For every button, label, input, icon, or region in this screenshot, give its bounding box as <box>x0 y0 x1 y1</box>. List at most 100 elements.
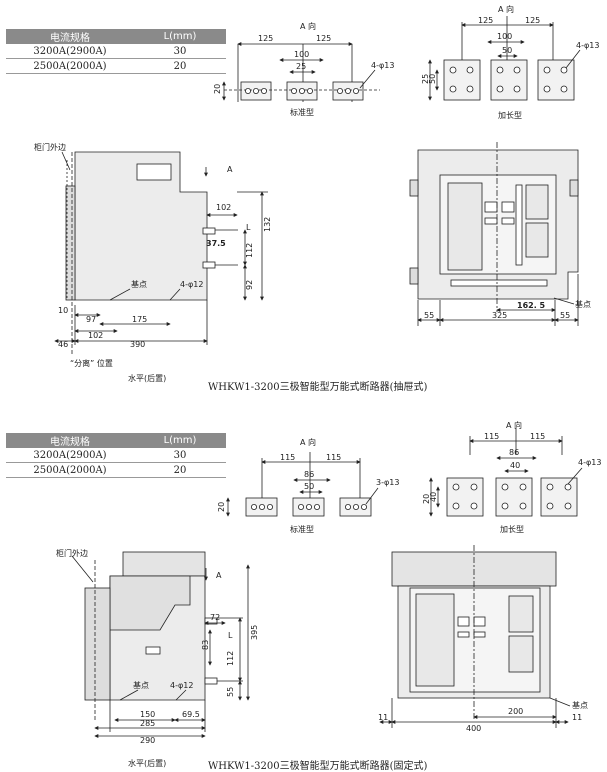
cell-l: 20 <box>134 58 226 74</box>
spec-table-drawer: 电流规格 L(mm) 3200A(2900A) 30 2500A(2000A) … <box>6 29 226 74</box>
ext1-d125b: 125 <box>525 16 540 25</box>
caption-fixed: WHKW1-3200三极智能型万能式断路器(固定式) <box>208 761 428 772</box>
side1-d37: 37.5 <box>206 239 226 248</box>
ext2-d115a: 115 <box>484 432 499 441</box>
side1-d97: 97 <box>86 315 96 324</box>
side2-L: L <box>228 631 233 640</box>
ext1-d50: 50 <box>502 46 512 55</box>
front1-d1625: 162. 5 <box>517 301 546 310</box>
side-view-drawer <box>54 151 268 355</box>
std1-d100: 100 <box>294 50 309 59</box>
side1-d92: 92 <box>245 280 254 290</box>
side1-A: A <box>227 165 233 174</box>
side1-holes: 4-φ12 <box>180 280 203 289</box>
side1-base: 基点 <box>131 279 147 289</box>
side2-d285: 285 <box>140 719 155 728</box>
side2-d395: 395 <box>250 625 259 640</box>
std1-label: 标准型 <box>290 107 314 117</box>
cell-l: 30 <box>134 448 226 463</box>
table-header-row: 电流规格 L(mm) <box>6 29 226 44</box>
front2-d400: 400 <box>466 724 481 733</box>
front2-d200: 200 <box>508 707 523 716</box>
busbar-standard-drawer <box>222 42 380 102</box>
side1-d175: 175 <box>132 315 147 324</box>
std1-d125b: 125 <box>316 34 331 43</box>
col-header-current: 电流规格 <box>6 29 134 44</box>
ext2-d20: 20 <box>422 494 431 504</box>
col-header-l: L(mm) <box>134 29 226 44</box>
front2-base: 基点 <box>572 700 588 710</box>
side1-d46: 46 <box>58 340 68 349</box>
ext1-dir: A 向 <box>498 4 514 14</box>
side2-d290: 290 <box>140 736 155 745</box>
cell-l: 30 <box>134 44 226 59</box>
caption-drawer: WHKW1-3200三极智能型万能式断路器(抽屉式) <box>208 382 428 393</box>
std2-label: 标准型 <box>290 524 314 534</box>
side1-sep: “分离” 位置 <box>70 358 113 368</box>
busbar-extended-fixed <box>429 428 583 517</box>
side1-d112: 112 <box>245 243 254 258</box>
busbar-extended-drawer <box>428 16 581 101</box>
side2-d72: 72 <box>210 613 220 622</box>
col-header-l: L(mm) <box>134 433 226 448</box>
ext1-d50v: 50 <box>428 74 437 84</box>
std1-d20: 20 <box>213 84 222 94</box>
std1-holes: 4-φ13 <box>371 61 394 70</box>
std1-d125a: 125 <box>258 34 273 43</box>
ext1-label: 加长型 <box>498 110 522 120</box>
table-header-row: 电流规格 L(mm) <box>6 433 226 448</box>
ext1-d100: 100 <box>497 32 512 41</box>
side1-door: 柜门外边 <box>34 142 66 152</box>
side1-L: L <box>246 223 251 232</box>
std2-d50: 50 <box>304 482 314 491</box>
ext2-label: 加长型 <box>500 524 524 534</box>
ext1-d25: 25 <box>421 74 430 84</box>
cell-current: 3200A(2900A) <box>6 44 134 59</box>
table-row: 2500A(2000A) 20 <box>6 462 226 478</box>
side2-d150: 150 <box>140 710 155 719</box>
spec-table-fixed: 电流规格 L(mm) 3200A(2900A) 30 2500A(2000A) … <box>6 433 226 478</box>
side1-horiz: 水平(后置) <box>128 373 166 383</box>
table-row: 2500A(2000A) 20 <box>6 58 226 74</box>
side-view-fixed <box>71 551 250 738</box>
cell-current: 3200A(2900A) <box>6 448 134 463</box>
side1-d10: 10 <box>58 306 68 315</box>
std2-d115a: 115 <box>280 453 295 462</box>
side2-door: 柜门外边 <box>56 548 88 558</box>
side1-d102b: 102 <box>88 331 103 340</box>
side2-horiz: 水平(后置) <box>128 758 166 768</box>
ext1-d125a: 125 <box>478 16 493 25</box>
front2-d11a: 11 <box>378 713 388 722</box>
side2-d83: 83 <box>201 640 210 650</box>
front1-base: 基点 <box>575 299 591 309</box>
side1-d390: 390 <box>130 340 145 349</box>
side1-d102: 102 <box>216 203 231 212</box>
ext2-dir: A 向 <box>506 420 522 430</box>
side2-d112: 112 <box>226 651 235 666</box>
cell-current: 2500A(2000A) <box>6 462 134 478</box>
front1-d55a: 55 <box>424 311 434 320</box>
side2-d695: 69.5 <box>182 710 200 719</box>
std1-dir: A 向 <box>300 21 316 31</box>
ext2-holes: 4-φ13 <box>578 458 601 467</box>
std2-holes: 3-φ13 <box>376 478 399 487</box>
side1-d132: 132 <box>263 217 272 232</box>
front1-d325: 325 <box>492 311 507 320</box>
std2-d20: 20 <box>217 502 226 512</box>
front-view-fixed <box>379 545 571 728</box>
std2-d115b: 115 <box>326 453 341 462</box>
front1-d55b: 55 <box>560 311 570 320</box>
ext2-d115b: 115 <box>530 432 545 441</box>
side2-base: 基点 <box>133 680 149 690</box>
table-row: 3200A(2900A) 30 <box>6 448 226 463</box>
ext2-d40: 40 <box>510 461 520 470</box>
busbar-standard-fixed <box>226 452 379 517</box>
cell-l: 20 <box>134 462 226 478</box>
side2-holes: 4-φ12 <box>170 681 193 690</box>
ext1-holes: 4-φ13 <box>576 41 599 50</box>
col-header-current: 电流规格 <box>6 433 134 448</box>
table-row: 3200A(2900A) 30 <box>6 44 226 59</box>
ext2-d86: 86 <box>509 448 519 457</box>
front-view-drawer <box>409 142 579 326</box>
